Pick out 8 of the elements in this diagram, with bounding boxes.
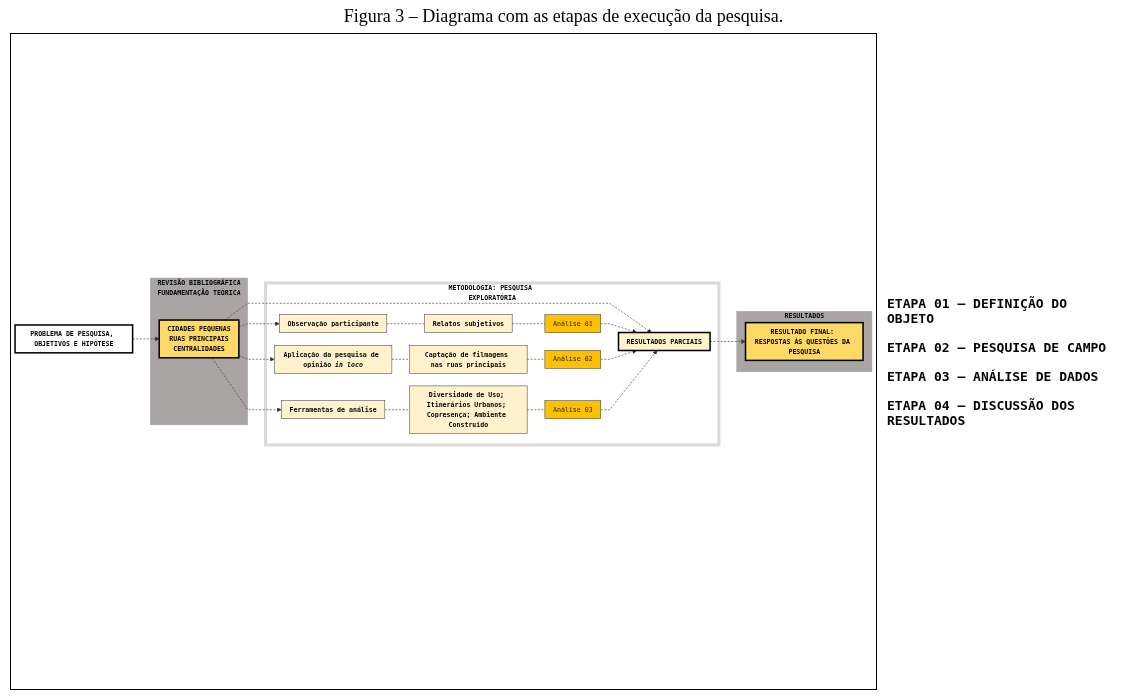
stage-heading: ETAPA 04 – DISCUSSÃO DOS RESULTADOS [887, 397, 1076, 428]
stage-heading: ETAPA 02 – PESQUISA DE CAMPO [887, 339, 1108, 355]
stage-heading: ETAPA 03 – ANÁLISE DE DADOS [887, 368, 1100, 384]
stage-heading: ETAPA 01 – DEFINIÇÃO DO OBJETO [887, 295, 1068, 326]
connector [526, 409, 546, 411]
connector [511, 323, 546, 325]
connector [526, 359, 546, 360]
figure-title: Figura 3 – Diagrama com as etapas de execução da pesquisa. [342, 6, 785, 27]
